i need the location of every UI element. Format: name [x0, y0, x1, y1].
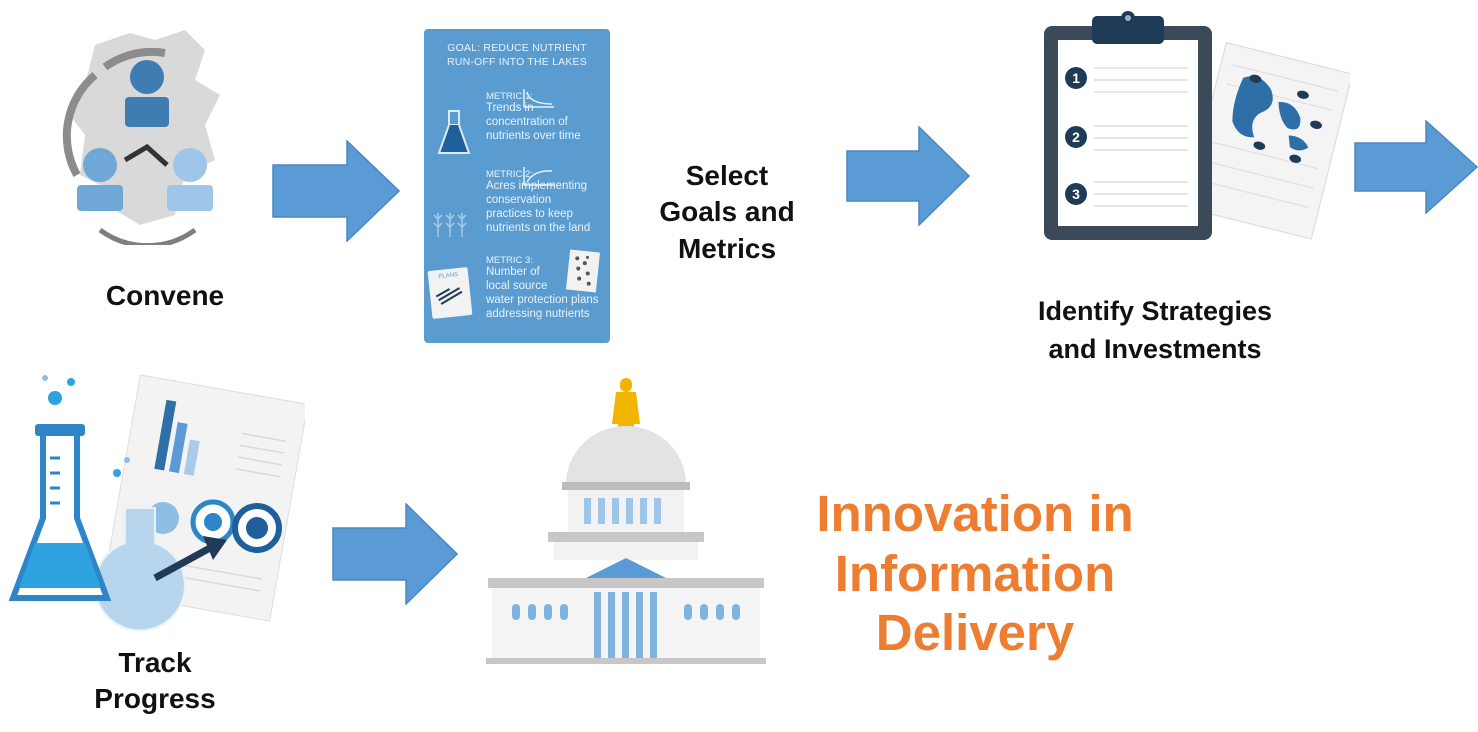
right-arrow-icon	[272, 140, 400, 242]
metric-2-text: Acres implementing	[486, 180, 587, 193]
metric-3-title: METRIC 3:	[486, 255, 533, 266]
convene-label: Convene	[105, 280, 225, 311]
increase-chart-icon	[523, 167, 554, 186]
select-goals-line: Goals and	[659, 196, 795, 228]
right-arrow-icon	[1354, 120, 1478, 214]
card-goal-line1: GOAL: REDUCE NUTRIENT	[447, 42, 587, 54]
metric-3-text: local source	[486, 280, 548, 293]
metric-1: METRIC 1: Trends in concentration of nut…	[486, 91, 606, 144]
metric-3: METRIC 3: Number of local source water p…	[486, 255, 610, 322]
metric-1-text: concentration of	[486, 116, 568, 129]
metric-3-text: water protection plans	[486, 293, 599, 306]
clipboard-item-number: 2	[1072, 129, 1080, 145]
identify-strategies-label: Identify Strategies and Investments	[985, 292, 1325, 369]
right-arrow-icon	[332, 503, 458, 605]
headline-line: Delivery	[875, 604, 1075, 662]
select-goals-line: Select	[685, 160, 769, 191]
card-goal-line2: RUN-OFF INTO THE LAKES	[447, 56, 587, 69]
right-arrow-icon	[846, 126, 970, 226]
clipboard-map-icon: 1 2 3	[1044, 11, 1350, 240]
capitol-building-icon	[486, 378, 766, 664]
plans-document-icon: PLANS	[427, 267, 473, 319]
metrics-card: GOAL: REDUCE NUTRIENT RUN-OFF INTO THE L…	[424, 29, 610, 343]
decline-chart-icon	[523, 89, 554, 108]
metric-2-text: conservation	[486, 194, 552, 207]
select-goals-label: Select Goals and Metrics	[642, 158, 812, 267]
metric-2: METRIC 2: Acres implementing conservatio…	[486, 169, 610, 236]
identify-strategies-line: Identify Strategies	[1037, 296, 1273, 326]
clipboard-item-number: 3	[1072, 186, 1080, 202]
metric-2-text: practices to keep	[486, 207, 573, 220]
select-goals-line: Metrics	[677, 232, 777, 264]
metric-1-text: nutrients over time	[486, 129, 581, 142]
metric-3-text: Number of	[486, 266, 540, 279]
track-progress-line: Progress	[94, 682, 216, 714]
map-sheet-icon	[565, 249, 601, 293]
metric-1-text: Trends in	[486, 102, 534, 115]
clipboard-item-number: 1	[1072, 70, 1080, 86]
metric-1-title: METRIC 1:	[486, 91, 533, 102]
metric-2-title: METRIC 2:	[486, 169, 533, 180]
track-progress-line: Track	[118, 647, 192, 678]
track-progress-label: Track Progress	[55, 645, 255, 717]
crops-icon	[433, 213, 467, 237]
identify-strategies-line: and Investments	[1048, 334, 1262, 365]
convene-people-map-icon	[62, 30, 220, 245]
lab-report-icon	[8, 374, 305, 632]
headline-line: Innovation in	[816, 485, 1134, 542]
headline-line: Information	[834, 544, 1116, 602]
plans-map-icon	[435, 287, 463, 305]
innovation-headline: Innovation in Information Delivery	[780, 484, 1170, 663]
metric-3-text: addressing nutrients	[486, 307, 590, 320]
metric-2-text: nutrients on the land	[486, 221, 591, 234]
flask-icon	[437, 110, 471, 154]
